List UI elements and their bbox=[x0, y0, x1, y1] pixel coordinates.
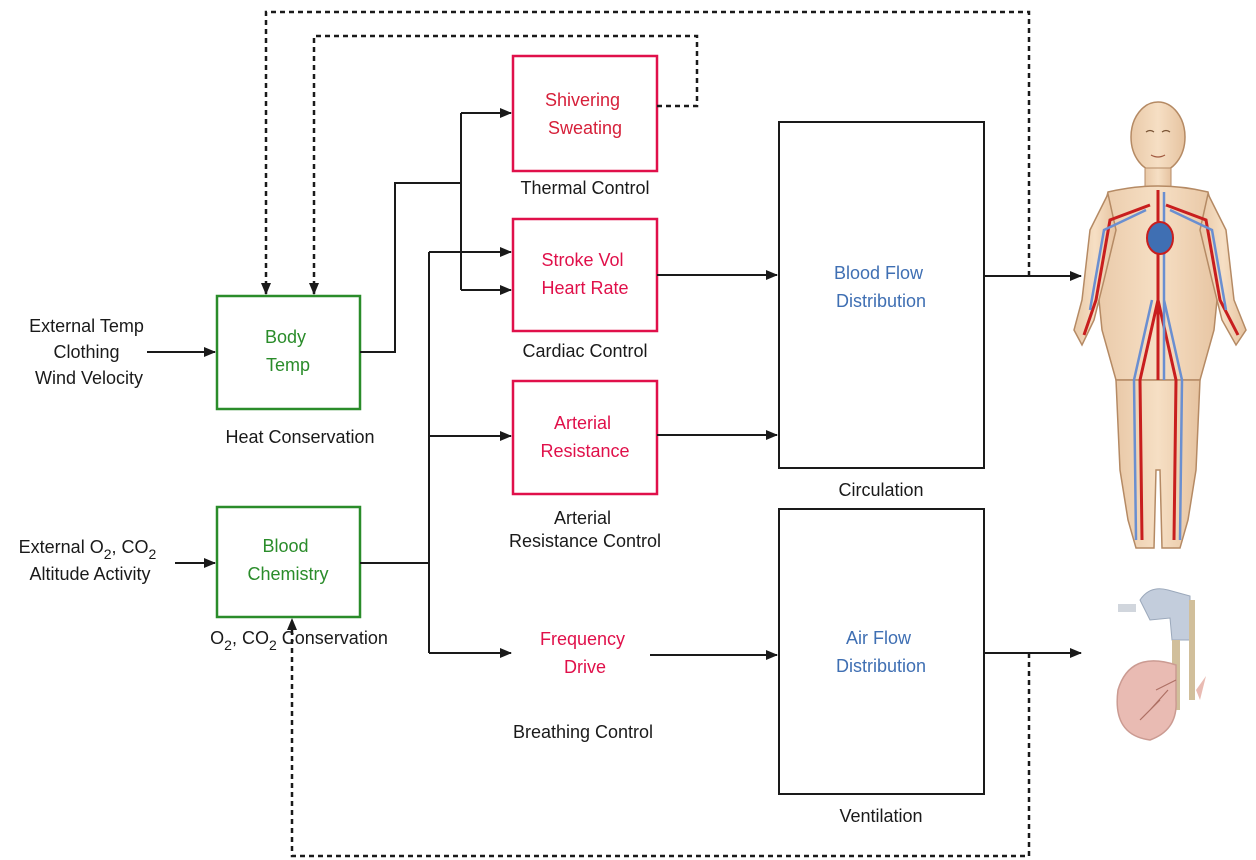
arterial-resistance-label: Arterial Resistance bbox=[540, 413, 629, 461]
blood-chemistry-box bbox=[215, 505, 362, 619]
breathing-control-caption: Breathing Control bbox=[513, 722, 653, 742]
frequency-drive-label: Frequency Drive bbox=[540, 629, 630, 677]
cardiac-control-caption: Cardiac Control bbox=[522, 341, 647, 361]
body-temp-box bbox=[215, 294, 362, 411]
o2-co2-conservation-caption: O2, CO2 Conservation bbox=[210, 628, 388, 653]
chem-feedback-dashed bbox=[287, 618, 1031, 858]
body-temp-output-line bbox=[360, 182, 461, 353]
blood-flow-label: Blood Flow Distribution bbox=[834, 263, 928, 311]
shivering-sweating-label: Shivering Sweating bbox=[545, 90, 625, 138]
blood-flow-box bbox=[778, 121, 985, 469]
arterial-resistance-box bbox=[511, 379, 659, 496]
ventilation-caption: Ventilation bbox=[839, 806, 922, 826]
thermal-feedback-dashed bbox=[309, 34, 699, 295]
arterial-resistance-control-caption: Arterial Resistance Control bbox=[509, 508, 661, 551]
heat-conservation-caption: Heat Conservation bbox=[225, 427, 374, 447]
circulation-caption: Circulation bbox=[838, 480, 923, 500]
air-flow-box bbox=[778, 508, 985, 795]
outer-feedback-dashed bbox=[261, 10, 1031, 295]
air-flow-label: Air Flow Distribution bbox=[836, 628, 926, 676]
thermal-control-caption: Thermal Control bbox=[520, 178, 649, 198]
shivering-sweating-box bbox=[511, 54, 659, 173]
thermal-inputs-label: External Temp Clothing Wind Velocity bbox=[29, 316, 149, 388]
human-circulatory-figure bbox=[1073, 101, 1247, 549]
blood-chemistry-label: Blood Chemistry bbox=[247, 536, 328, 584]
body-temp-label: Body Temp bbox=[265, 327, 311, 375]
chemical-inputs-label: External O2, CO2 Altitude Activity bbox=[19, 537, 162, 584]
stroke-vol-label: Stroke Vol Heart Rate bbox=[541, 250, 628, 298]
respiratory-system-figure bbox=[1116, 588, 1206, 741]
stroke-vol-box bbox=[511, 217, 659, 333]
